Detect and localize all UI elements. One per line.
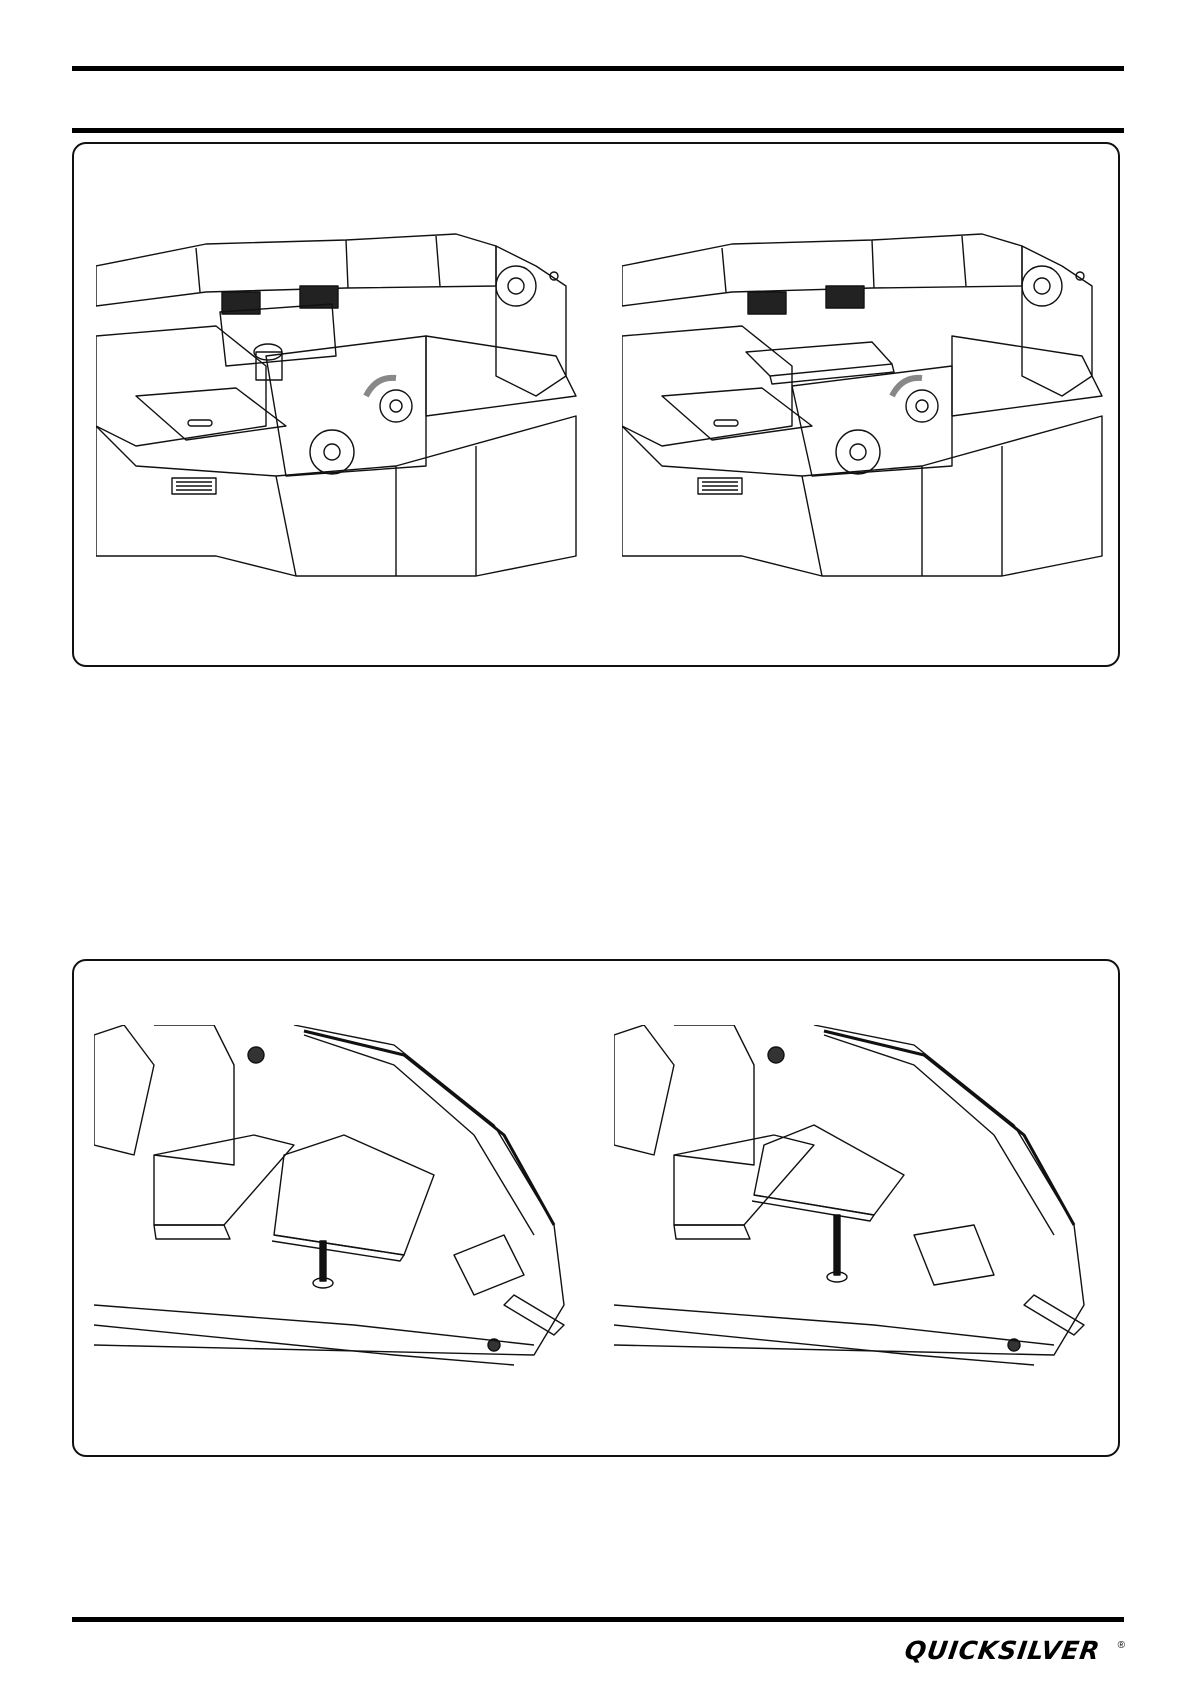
bow-seat-lowered-illustration [614, 1025, 1118, 1390]
stern-locker-closed-illustration [622, 226, 1110, 616]
header-rule-top [72, 66, 1124, 71]
stern-locker-open-illustration [96, 226, 584, 616]
header-rule-bottom [72, 128, 1124, 133]
footer-rule [72, 1617, 1124, 1622]
logo-wordmark: QUICKSILVER [903, 1636, 1102, 1665]
registered-mark: ® [1118, 1640, 1125, 1651]
quicksilver-logo: QUICKSILVER ® [905, 1630, 1125, 1670]
bow-seat-raised-illustration [94, 1025, 592, 1390]
